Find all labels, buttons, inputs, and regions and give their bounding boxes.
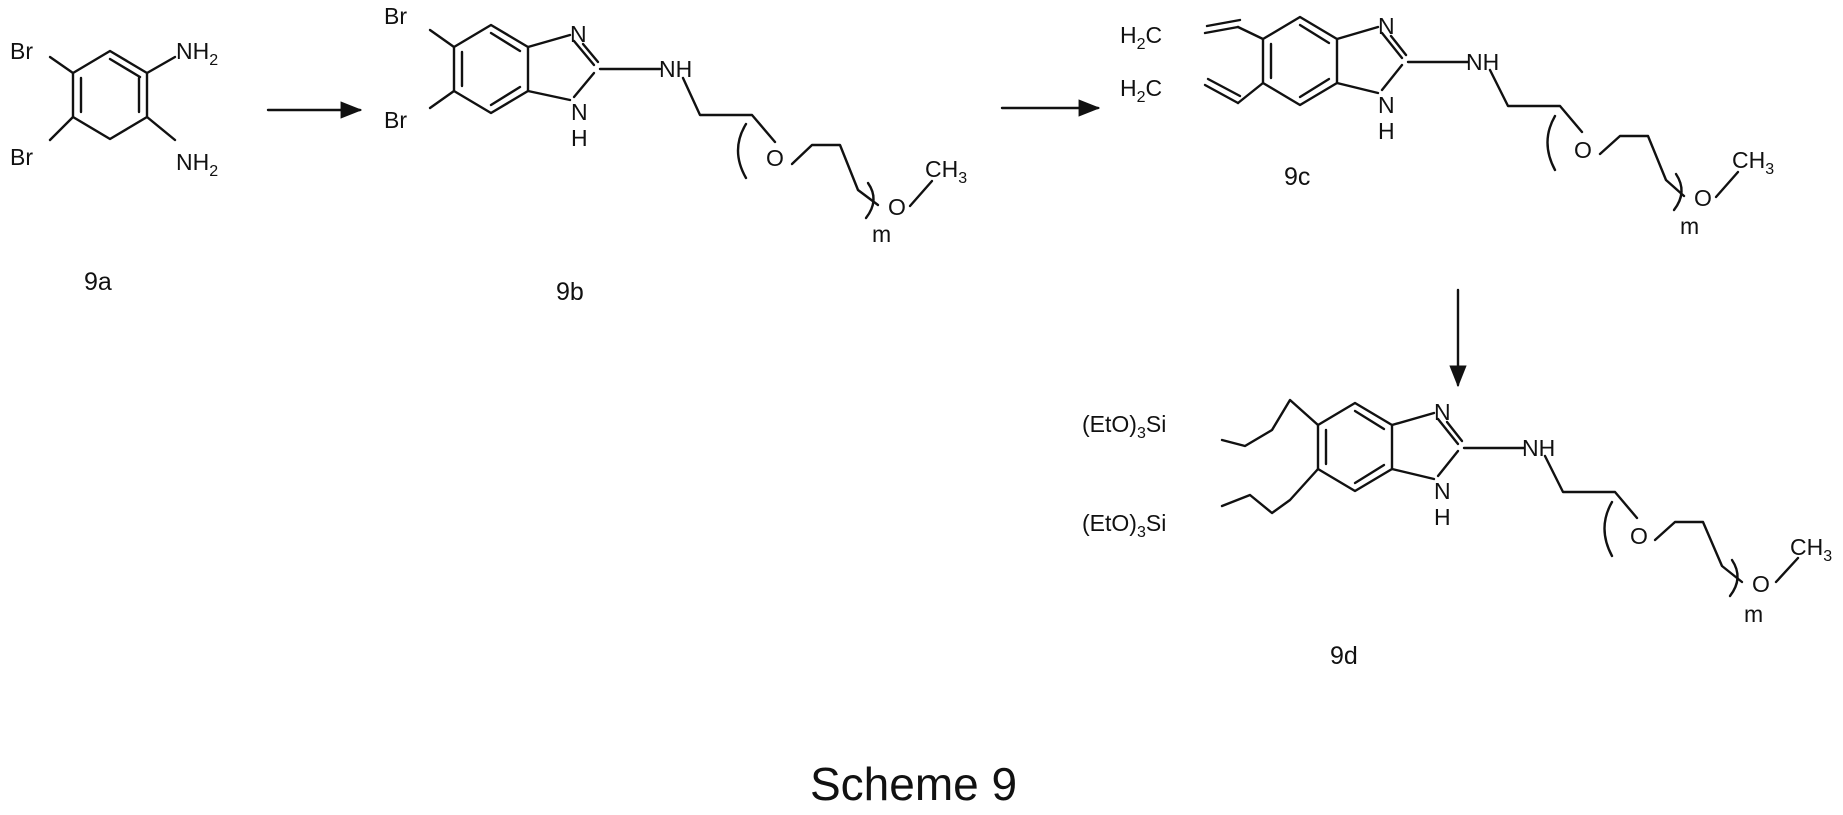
compound-9b-nh-chain: NH xyxy=(659,56,692,82)
compound-9b-n-ring-2: N xyxy=(571,99,588,125)
compound-9a-nh2-bottom: NH2 xyxy=(176,149,218,180)
compound-9c-vinyl-bottom: H2C xyxy=(1120,75,1162,106)
compound-9a-nh2-top: NH2 xyxy=(176,38,218,69)
compound-9a-br-bottom: Br xyxy=(10,144,33,170)
compound-9b-n-ring: N xyxy=(570,21,587,47)
compound-9c-id: 9c xyxy=(1284,163,1310,191)
compound-9a: Br Br NH2 NH2 9a xyxy=(10,38,218,296)
compound-9d-n-ring: N xyxy=(1434,399,1451,425)
compound-9d: (EtO)3Si (EtO)3Si N NH N H O O CH3 m 9d xyxy=(1082,399,1832,670)
compound-9b-o-end: O xyxy=(888,194,906,220)
compound-9d-silyl-top: (EtO)3Si xyxy=(1082,411,1166,442)
compound-9d-o-chain: O xyxy=(1630,523,1648,549)
compound-9b: Br Br N NH N H O O CH3 m 9b xyxy=(384,3,967,306)
compound-9c: H2C H2C N NH N H O O CH3 m 9c xyxy=(1120,13,1774,239)
compound-9b-id: 9b xyxy=(556,278,584,306)
compound-9d-bonds xyxy=(1222,400,1798,596)
compound-9a-br-top: Br xyxy=(10,38,33,64)
compound-9b-br-bottom: Br xyxy=(384,107,407,133)
compound-9b-h-ring: H xyxy=(571,125,588,151)
scheme-caption: Scheme 9 xyxy=(810,758,1017,810)
compound-9c-n-ring-2: N xyxy=(1378,92,1395,118)
compound-9c-h-ring: H xyxy=(1378,118,1395,144)
compound-9c-repeat-m: m xyxy=(1680,213,1699,239)
compound-9c-nh-chain: NH xyxy=(1466,49,1499,75)
compound-9d-repeat-m: m xyxy=(1744,601,1763,627)
compound-9d-o-end: O xyxy=(1752,571,1770,597)
compound-9c-n-ring: N xyxy=(1378,13,1395,39)
compound-9c-o-end: O xyxy=(1694,185,1712,211)
compound-9a-bonds xyxy=(50,51,175,140)
compound-9d-nh-chain: NH xyxy=(1522,435,1555,461)
compound-9b-o-chain: O xyxy=(766,145,784,171)
compound-9b-bonds xyxy=(430,25,932,218)
compound-9b-br-top: Br xyxy=(384,3,407,29)
compound-9d-h-ring: H xyxy=(1434,504,1451,530)
compound-9c-o-chain: O xyxy=(1574,137,1592,163)
compound-9b-repeat-m: m xyxy=(872,221,891,247)
compound-9a-id: 9a xyxy=(84,268,112,296)
compound-9d-silyl-bottom: (EtO)3Si xyxy=(1082,510,1166,541)
compound-9d-id: 9d xyxy=(1330,642,1358,670)
compound-9c-vinyl-top: H2C xyxy=(1120,22,1162,53)
compound-9d-n-ring-2: N xyxy=(1434,478,1451,504)
